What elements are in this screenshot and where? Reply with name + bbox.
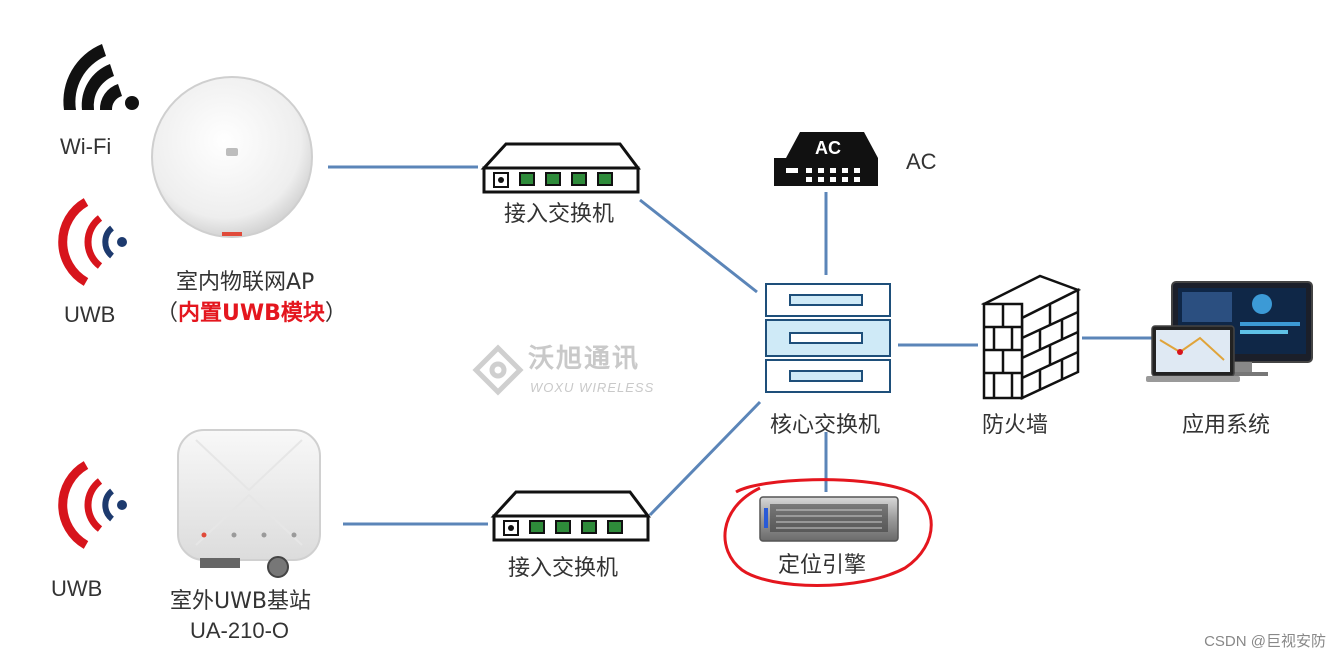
access-switch-icon	[480, 142, 641, 194]
wifi-label: Wi-Fi	[60, 134, 112, 159]
indoor-ap-note-line: （内置UWB模块）	[156, 303, 347, 325]
outdoor-station-title: 室外UWB基站	[170, 589, 311, 614]
outdoor-station-model: UA-210-O	[190, 618, 290, 643]
indoor-ap-close-paren: ）	[324, 301, 347, 326]
huawei-logo-icon	[226, 148, 238, 156]
core-switch-label: 核心交换机	[770, 413, 881, 438]
application-system-label: 应用系统	[1182, 413, 1271, 438]
indoor-ap-title: 室内物联网AP	[176, 270, 315, 295]
positioning-engine-server-icon	[759, 496, 899, 542]
application-system-icon	[1146, 281, 1313, 382]
core-switch-icon	[765, 283, 891, 393]
indoor-ap-device	[151, 76, 313, 238]
link-access-switch-to-core	[639, 198, 758, 294]
uwb-signal-icon	[58, 198, 127, 286]
highlight-circle	[723, 478, 933, 587]
access-switch-label: 接入交换机	[508, 556, 619, 581]
positioning-engine-label: 定位引擎	[778, 553, 867, 578]
wifi-icon	[63, 44, 139, 110]
outdoor-station-device	[177, 429, 321, 578]
ac-label: AC	[906, 149, 937, 174]
access-switch-icon	[490, 490, 651, 542]
watermark-logo-icon	[472, 344, 524, 396]
indoor-ap-open-paren: （	[156, 301, 179, 326]
watermark-text: 沃旭通讯	[528, 344, 641, 374]
firewall-icon	[980, 274, 1082, 400]
link-access-switch2-to-core	[648, 400, 762, 517]
watermark-subtext: WOXU WIRELESS	[530, 380, 655, 395]
indoor-ap-uwb-module-note: 内置UWB模块	[178, 301, 325, 326]
uwb-label: UWB	[64, 302, 116, 327]
access-switch-label: 接入交换机	[504, 202, 615, 227]
ac-box-text: AC	[815, 138, 841, 158]
credit-text: CSDN @巨视安防	[1204, 633, 1326, 650]
firewall-label: 防火墙	[982, 413, 1049, 438]
ac-controller-icon: AC	[774, 132, 878, 186]
uwb-label: UWB	[51, 576, 103, 601]
uwb-signal-icon	[58, 461, 127, 549]
